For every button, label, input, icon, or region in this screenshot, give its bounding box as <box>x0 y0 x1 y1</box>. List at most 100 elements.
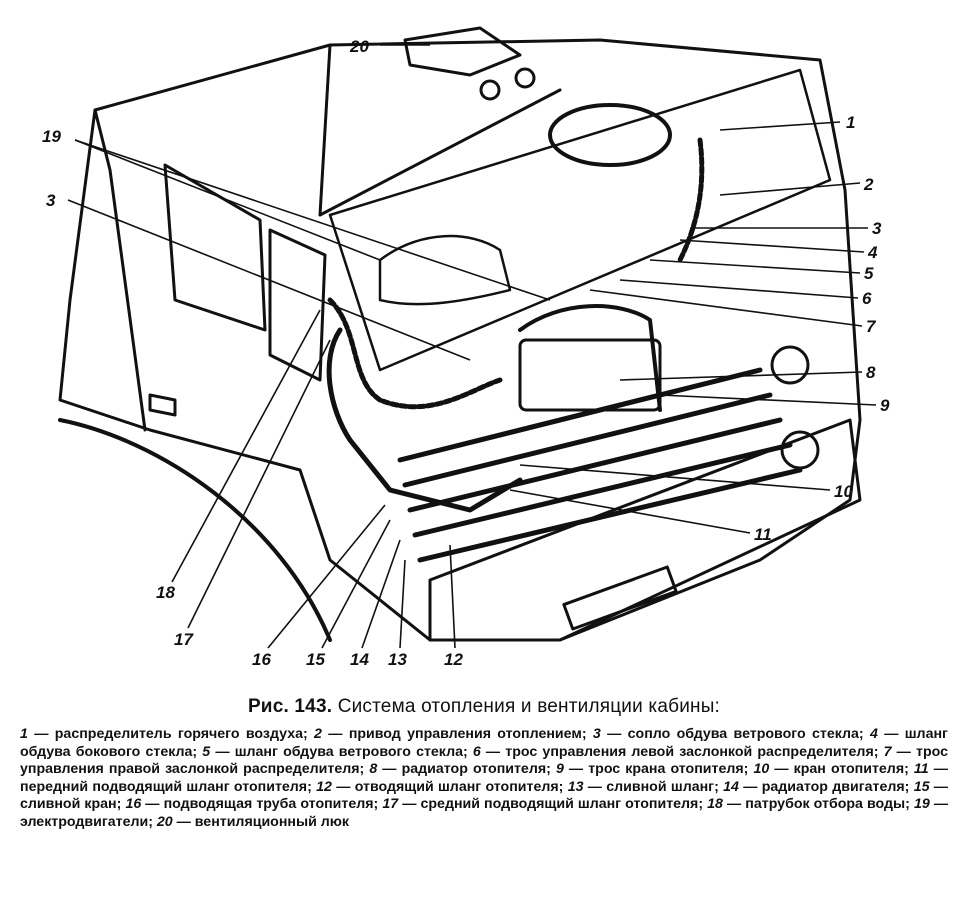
callout-3-left: 3 <box>46 191 56 210</box>
front-bumper <box>428 418 862 642</box>
legend-number: 10 <box>753 761 770 778</box>
legend-number: 4 <box>869 726 878 742</box>
legend-description: вентиляционный люк <box>194 813 349 830</box>
legend-number: 2 <box>314 726 322 742</box>
callout-9: 9 <box>880 396 890 415</box>
legend-number: 12 <box>316 778 332 795</box>
legend-description: патрубок отбора воды; <box>745 796 910 813</box>
figure-title: Система отопления и вентиляции кабины: <box>337 696 721 717</box>
legend-description: сливной шланг; <box>606 778 719 795</box>
callout-13: 13 <box>388 650 407 669</box>
legend-entry: 13 — сливной шланг; <box>567 778 719 795</box>
legend-entry: 2 — привод управления отоплением; <box>314 726 587 742</box>
side-window <box>163 163 267 332</box>
legend-entry: 10 — кран отопителя; <box>753 761 909 778</box>
legend-description: распределитель горячего воздуха; <box>54 726 308 742</box>
legend-number: 15 <box>913 778 930 795</box>
legend-number: 1 <box>20 726 28 742</box>
legend-number: 7 <box>883 743 892 760</box>
legend-description: привод управления отоплением; <box>348 726 587 742</box>
legend-number: 11 <box>913 761 929 778</box>
legend-description: отводящий шланг отопителя; <box>354 778 564 795</box>
callout-19: 19 <box>42 127 61 146</box>
legend-entry: 3 — сопло обдува ветрового стекла; <box>592 726 864 742</box>
legend-entry: 6 — трос управления левой заслонкой расп… <box>472 743 879 760</box>
legend-entry: 17 — средний подводящий шланг отопителя; <box>382 796 704 813</box>
legend-number: 14 <box>723 778 739 795</box>
door-outline <box>93 108 147 432</box>
legend-entry: 4 — шланг обдува бокового стекла; <box>20 726 948 760</box>
legend-description: шланг обдува бокового стекла; <box>20 726 948 760</box>
figure-number: Рис. 143. <box>247 696 333 717</box>
front-grille <box>397 367 803 563</box>
legend-entry: 1 — распределитель горячего воздуха; <box>20 726 308 742</box>
callout-12: 12 <box>444 650 463 669</box>
legend-description: сопло обдува ветрового стекла; <box>627 726 864 742</box>
legend-entry: 16 — подводящая труба отопителя; <box>125 796 379 813</box>
legend-entry: 19 — электродвигатели; <box>20 796 949 830</box>
legend-entry: 11 — передний подводящий шланг отопителя… <box>20 761 948 795</box>
callout-6: 6 <box>862 289 872 308</box>
figure-caption: Рис. 143. Система отопления и вентиляции… <box>20 696 948 832</box>
callout-1: 1 <box>846 113 855 132</box>
callout-11: 11 <box>754 525 772 544</box>
callout-2: 2 <box>863 175 874 194</box>
rear-window <box>268 228 327 382</box>
legend-number: 5 <box>202 743 211 760</box>
legend-entry: 8 — радиатор отопителя; <box>369 761 551 778</box>
callout-5: 5 <box>864 264 874 283</box>
legend-entry: 9 — трос крана отопителя; <box>555 761 749 778</box>
legend-number: 17 <box>382 796 399 813</box>
caption-title: Рис. 143. Система отопления и вентиляции… <box>20 696 948 718</box>
legend-description: подводящая труба отопителя; <box>163 796 379 813</box>
roof-hatch-shape <box>403 26 522 77</box>
legend-description: кран отопителя; <box>793 761 909 778</box>
callout-20: 20 <box>349 37 369 56</box>
legend-number: 20 <box>156 813 173 830</box>
callout-3-right: 3 <box>872 219 882 238</box>
callout-8: 8 <box>866 363 876 382</box>
legend-entry: 5 — шланг обдува ветрового стекла; <box>202 743 468 760</box>
legend-description: электродвигатели; <box>20 813 153 830</box>
legend-number: 16 <box>125 796 142 813</box>
legend-number: 13 <box>567 778 584 795</box>
technical-illustration: 1 2 3 4 5 6 7 8 9 10 11 12 13 14 15 16 1… <box>42 26 890 669</box>
wheel-arch <box>58 418 332 642</box>
callout-7: 7 <box>866 317 877 336</box>
leader-lines <box>67 44 877 649</box>
hose <box>327 297 503 410</box>
legend-number: 3 <box>592 726 601 742</box>
callout-15: 15 <box>306 650 325 669</box>
callout-14: 14 <box>350 650 369 669</box>
cab-outline <box>58 38 862 642</box>
legend-number: 6 <box>472 743 481 760</box>
legend-number: 9 <box>555 761 564 778</box>
callout-labels: 1 2 3 4 5 6 7 8 9 10 11 12 13 14 15 16 1… <box>42 37 890 669</box>
legend-description: радиатор отопителя; <box>401 761 551 778</box>
legend-description: радиатор двигателя; <box>761 778 910 795</box>
legend-entry: 20 — вентиляционный люк <box>156 813 349 830</box>
headlight <box>780 430 820 470</box>
callout-16: 16 <box>252 650 271 669</box>
legend-number: 8 <box>369 761 378 778</box>
legend-description: трос крана отопителя; <box>588 761 749 778</box>
callout-18: 18 <box>156 583 175 602</box>
legend-entry: 12 — отводящий шланг отопителя; <box>316 778 564 795</box>
legend-entry: 7 — трос управления правой заслонкой рас… <box>20 743 949 778</box>
legend-number: 19 <box>913 796 930 813</box>
legend-entry: 15 — сливной кран; <box>20 778 948 813</box>
steering-wheel <box>548 103 672 167</box>
callout-4: 4 <box>867 243 878 262</box>
callout-10: 10 <box>834 482 853 501</box>
callout-17: 17 <box>174 630 194 649</box>
legend-description: трос управления правой заслонкой распред… <box>20 743 949 778</box>
legend-description: трос управления левой заслонкой распреде… <box>505 743 879 760</box>
legend-description: сливной кран; <box>20 796 122 813</box>
legend-text: 1 — распределитель горячего воздуха; 2 —… <box>20 726 948 832</box>
seat <box>378 234 512 306</box>
legend-entry: 14 — радиатор двигателя; <box>723 778 910 795</box>
legend-description: передний подводящий шланг отопителя; <box>20 778 312 795</box>
legend-entry: 18 — патрубок отбора воды; <box>707 796 910 813</box>
legend-number: 18 <box>707 796 723 813</box>
legend-description: средний подводящий шланг отопителя; <box>420 796 704 813</box>
